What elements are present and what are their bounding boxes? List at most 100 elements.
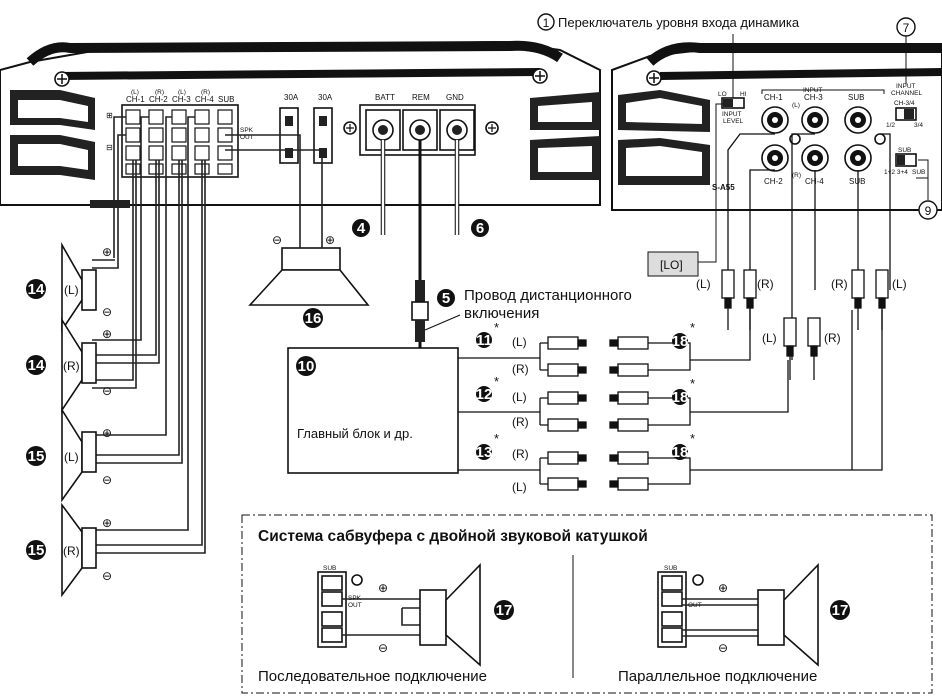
callout-12: 12 [476,386,493,403]
callout-5-text: 5 [442,290,450,307]
speaker-14-right: 14 (R) ⊕ ⊖ [26,317,112,413]
speaker-14b-minus: ⊖ [102,384,112,398]
callout-10: 10 [298,358,315,375]
head-unit: 10 Главный блок и др. [287,347,459,474]
g12-top-label: (L) [512,390,527,404]
input-level-label-2: LEVEL [723,118,744,125]
asterisk-11: * [494,320,499,335]
speaker-14b-channel: (R) [63,359,80,373]
ch34-label: CH-3/4 [894,100,915,107]
sub-opts-label: 1+2 3+4 [884,169,908,176]
fuse-2-label: 30A [318,93,333,102]
head-unit-label: Главный блок и др. [297,426,413,441]
speaker-15b-minus: ⊖ [102,569,112,583]
speaker-15a-minus: ⊖ [102,473,112,487]
callout-1-text: 1 [543,16,550,30]
ch2-label: CH-2 [149,95,168,104]
rca-a-r: (R) [757,277,774,291]
callout-18b: 18 [672,389,689,406]
rca-group-12: 12 * (L) (R) [476,374,529,429]
speaker-14a-plus: ⊕ [102,245,112,259]
model-label: S-A55 [712,183,735,192]
callout-7-text: 7 [903,21,910,35]
rca-18-callouts: 18 * 18 * 18 * [672,320,695,461]
sub-16-plus: ⊕ [325,233,335,247]
lo-label: LO [718,91,727,98]
callout-9: 9 [916,159,938,220]
rca-jacks[interactable] [761,106,886,172]
speaker-14-left: 14 (L) ⊕ ⊖ [26,241,112,333]
g11-bot-label: (R) [512,362,529,376]
series-diagram: SUB SPK OUT ⊕ ⊖ 17 Последовательное подк… [258,563,514,685]
rca-c-r: (R) [831,277,848,291]
callout-17a: 17 [496,602,513,619]
jack-r-label: (R) [792,172,801,179]
jack-ch3-label: CH-3 [804,93,823,102]
series-sub: SUB [323,565,336,572]
remote-wire-connector: 5 [411,280,455,350]
callout-4-text: 4 [357,220,366,237]
speaker-15-left: 15 (L) ⊕ ⊖ [26,407,112,503]
speaker-14a-channel: (L) [64,283,79,297]
ch3-label: CH-3 [172,95,191,104]
callout-14b: 14 [28,357,45,374]
parallel-label: Параллельное подключение [618,668,817,685]
asterisk-13: * [494,431,499,446]
speaker-14a-minus: ⊖ [102,305,112,319]
minus-symbol: ⊟ [106,143,113,152]
ch1-label: CH-1 [126,95,145,104]
callout-9-text: 9 [925,204,932,218]
jack-sub-label: SUB [848,93,864,102]
plus-symbol: ⊞ [106,111,113,120]
speaker-15a-channel: (L) [64,450,79,464]
rca-b-r: (R) [824,331,841,345]
series-label: Последовательное подключение [258,668,487,685]
callout-6-text: 6 [476,220,484,237]
g13-bot-label: (L) [512,480,527,494]
parallel-diagram: SUB OUT ⊕ ⊖ 17 Параллельное подключение [618,563,850,685]
parallel-minus: ⊖ [718,641,728,655]
speaker-15-right: 15 (R) ⊕ ⊖ [26,502,112,598]
callout-16: 16 [305,310,322,327]
rem-label: REM [412,93,430,102]
fuse-1-label: 30A [284,93,299,102]
dual-coil-title: Система сабвуфера с двойной звуковой кат… [258,528,648,545]
speaker-15a-plus: ⊕ [102,426,112,440]
batt-label: BATT [375,93,395,102]
g12-bot-label: (R) [512,415,529,429]
sub-opt-sub: SUB [912,169,925,176]
input-channel-label: INPUT [896,83,916,90]
jack-ch2-label: CH-2 [764,177,783,186]
jack-sub2-label: SUB [849,177,865,186]
rca-vertical-plugs [721,133,891,380]
speaker-15b-plus: ⊕ [102,516,112,530]
series-plus: ⊕ [378,581,388,595]
g11-top-label: (L) [512,335,527,349]
spk-out-label-2: OUT [240,134,254,141]
asterisk-12: * [494,374,499,389]
rca-b-l: (L) [762,331,777,345]
callout-18c: 18 [672,444,689,461]
input-channel-label-2: CHANNEL [891,90,922,97]
three-four-label: 3/4 [914,122,923,129]
callout-15b: 15 [28,542,45,559]
rca-plugs [458,290,883,491]
input-level-label: INPUT [722,111,742,118]
callout-17b: 17 [832,602,849,619]
rca-group-13: 13 * (R) (L) [476,431,529,494]
asterisk-18a: * [690,320,695,335]
callout-13: 13 [476,444,493,461]
callout-6: 6 [471,219,489,237]
series-minus: ⊖ [378,641,388,655]
callout-18a: 18 [672,333,689,350]
parallel-sub: SUB [664,565,677,572]
ch4-lr: (R) [201,89,210,96]
callout-14a: 14 [28,281,45,298]
subwoofer-16: 16 ⊖ ⊕ [248,228,370,328]
spk-out-label: SPK [240,127,254,134]
callout-15a: 15 [28,448,45,465]
remote-wire-label-2: включения [464,305,539,322]
speaker-15b-channel: (R) [63,544,80,558]
callout-7: 7 [896,17,916,84]
